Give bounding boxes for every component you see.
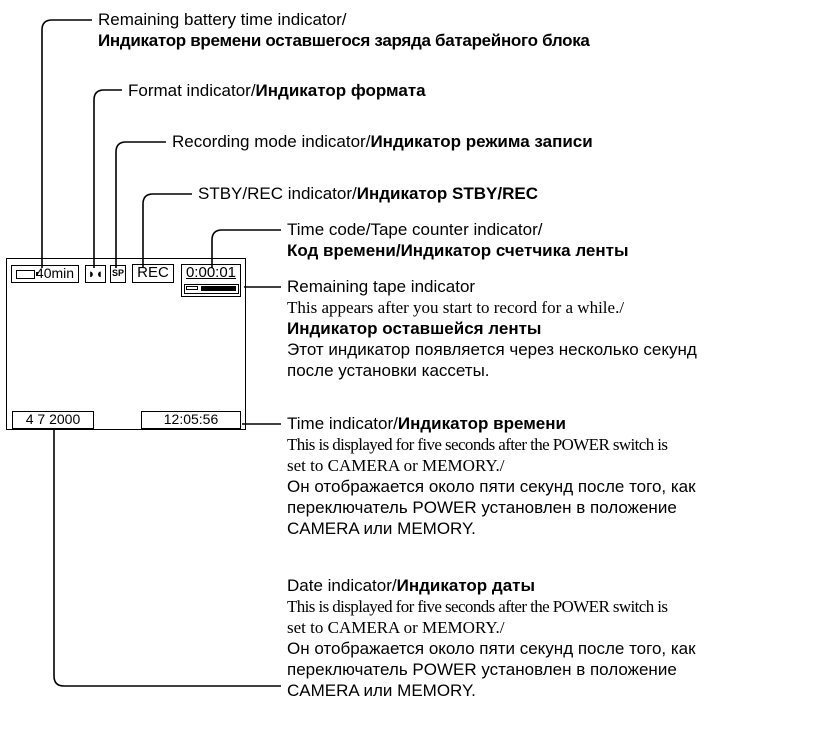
- format-callout: Format indicator/Индикатор формата: [128, 80, 426, 101]
- leader-date: [53, 430, 281, 687]
- stby-rec-indicator: REC: [132, 264, 174, 283]
- time-label-en: Time indicator/: [287, 414, 398, 433]
- battery-indicator: 40min: [11, 265, 79, 283]
- date-callout-text: Date indicator/Индикатор даты This is di…: [287, 575, 696, 701]
- tape-label-ru: Индикатор оставшейся ленты: [287, 319, 542, 338]
- timecode-label-ru: Код времени/Индикатор счетчика ленты: [287, 241, 629, 260]
- date-label-en: Date indicator/: [287, 576, 397, 595]
- date-desc-en-2: set to CAMERA or MEMORY./: [287, 618, 505, 637]
- recmode-label-ru: Индикатор режима записи: [370, 132, 593, 151]
- tape-desc-ru-1: Этот индикатор появляется через нескольк…: [287, 340, 697, 359]
- leader-battery: [41, 19, 92, 268]
- time-callout: Time indicator/Индикатор времени This is…: [287, 413, 696, 539]
- recmode-callout: Recording mode indicator/Индикатор режим…: [172, 131, 593, 152]
- time-label-ru: Индикатор времени: [397, 414, 566, 433]
- format-indicator: ◗◖: [85, 265, 106, 283]
- format-label-ru: Индикатор формата: [255, 81, 426, 100]
- format-icon: ◗◖: [87, 266, 104, 281]
- time-code-indicator: 0:00:01: [181, 264, 241, 297]
- leader-recmode: [115, 141, 166, 268]
- time-indicator: 12:05:56: [141, 411, 241, 429]
- viewfinder-screen: 40min ◗◖ SP REC 0:00:01 4 7 2000 12:05:5…: [6, 258, 246, 430]
- time-desc-ru-3: CAMERA или MEMORY.: [287, 519, 476, 538]
- remaining-tape-bar: [184, 284, 239, 294]
- stbyrec-label-en: STBY/REC indicator/: [198, 184, 357, 203]
- timecode-callout: Time code/Tape counter indicator/ Код вр…: [287, 219, 628, 261]
- timecode-label-en: Time code/Tape counter indicator/: [287, 220, 543, 239]
- stbyrec-callout: STBY/REC indicator/Индикатор STBY/REC: [198, 183, 538, 204]
- leader-timecode: [211, 229, 281, 268]
- recording-mode-indicator: SP: [110, 265, 126, 283]
- battery-icon: [15, 269, 38, 279]
- time-desc-en-1: This is displayed for five seconds after…: [287, 435, 668, 454]
- format-label-en: Format indicator/: [128, 81, 256, 100]
- time-desc-ru-2: переключатель POWER установлен в положен…: [287, 498, 677, 517]
- leader-stbyrec: [142, 193, 192, 268]
- leader-format: [93, 89, 122, 268]
- remaining-tape-fill: [201, 286, 236, 291]
- time-desc-ru-1: Он отображается около пяти секунд после …: [287, 477, 696, 496]
- tape-label-en: Remaining tape indicator: [287, 277, 476, 296]
- time-desc-en-2: set to CAMERA or MEMORY./: [287, 456, 505, 475]
- date-indicator: 4 7 2000: [12, 411, 94, 429]
- date-desc-ru-3: CAMERA или MEMORY.: [287, 681, 476, 700]
- date-desc-ru-1: Он отображается около пяти секунд после …: [287, 639, 696, 658]
- date-desc-en-1: This is displayed for five seconds after…: [287, 597, 668, 616]
- battery-label-ru: Индикатор времени оставшегося заряда бат…: [98, 31, 590, 50]
- date-label-ru: Индикатор даты: [396, 576, 535, 595]
- battery-callout: Remaining battery time indicator/ Индика…: [98, 9, 590, 51]
- tape-desc-ru-2: после установки кассеты.: [287, 361, 490, 380]
- tape-desc-en: This appears after you start to record f…: [287, 298, 625, 317]
- date-desc-ru-2: переключатель POWER установлен в положен…: [287, 660, 677, 679]
- recmode-label-en: Recording mode indicator/: [172, 132, 371, 151]
- cassette-icon: [186, 286, 198, 290]
- stbyrec-label-ru: Индикатор STBY/REC: [356, 184, 538, 203]
- battery-label-en: Remaining battery time indicator/: [98, 10, 347, 29]
- tape-callout: Remaining tape indicator This appears af…: [287, 276, 697, 381]
